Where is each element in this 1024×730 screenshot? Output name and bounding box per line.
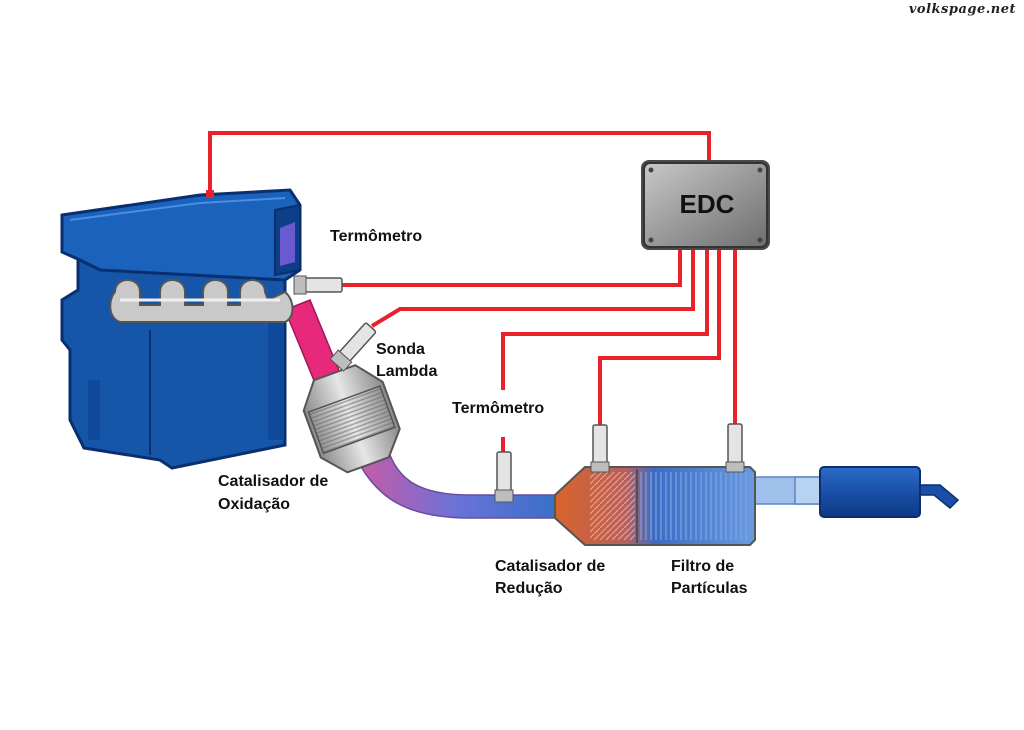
label-reduction-line1: Catalisador de <box>495 558 606 575</box>
label-thermometer-top: Termômetro <box>330 228 423 245</box>
engine-block <box>60 188 302 470</box>
label-filter-line2: Partículas <box>671 580 748 597</box>
sensor-lambda-probe <box>329 322 377 372</box>
label-lambda-line2: Lambda <box>376 363 438 380</box>
sensor-filter-front <box>590 424 610 473</box>
label-thermometer-mid: Termômetro <box>452 400 545 417</box>
label-oxidation-line2: Oxidação <box>218 496 291 513</box>
reduction-catalyst-mesh <box>590 472 635 540</box>
ecu-label: EDC <box>680 189 735 219</box>
wire-engine-to-ecu <box>208 131 711 195</box>
wiring-harness <box>208 131 737 452</box>
reduction-catalyst-and-filter <box>554 466 756 546</box>
label-oxidation-line1: Catalisador de <box>218 473 329 490</box>
oxidation-catalyst <box>302 364 401 474</box>
sensor-thermometer-top <box>293 275 343 295</box>
wire-thermometer-mid <box>501 250 709 390</box>
sensor-filter-rear <box>725 423 745 473</box>
muffler <box>819 466 960 518</box>
exhaust-manifold <box>109 279 294 323</box>
wire-thermometer-top <box>342 250 682 287</box>
wire-lambda <box>370 250 695 328</box>
label-filter-line1: Filtro de <box>671 558 735 575</box>
label-lambda-line1: Sonda <box>376 341 425 358</box>
ecu-unit: EDC <box>641 160 770 250</box>
label-reduction-line2: Redução <box>495 580 563 597</box>
wire-filter-front <box>598 250 721 425</box>
watermark: volkspage.net <box>908 2 1016 17</box>
sensor-thermometer-mid <box>494 451 514 503</box>
particle-filter-fins <box>640 472 748 540</box>
wire-connector-engine <box>206 190 214 198</box>
